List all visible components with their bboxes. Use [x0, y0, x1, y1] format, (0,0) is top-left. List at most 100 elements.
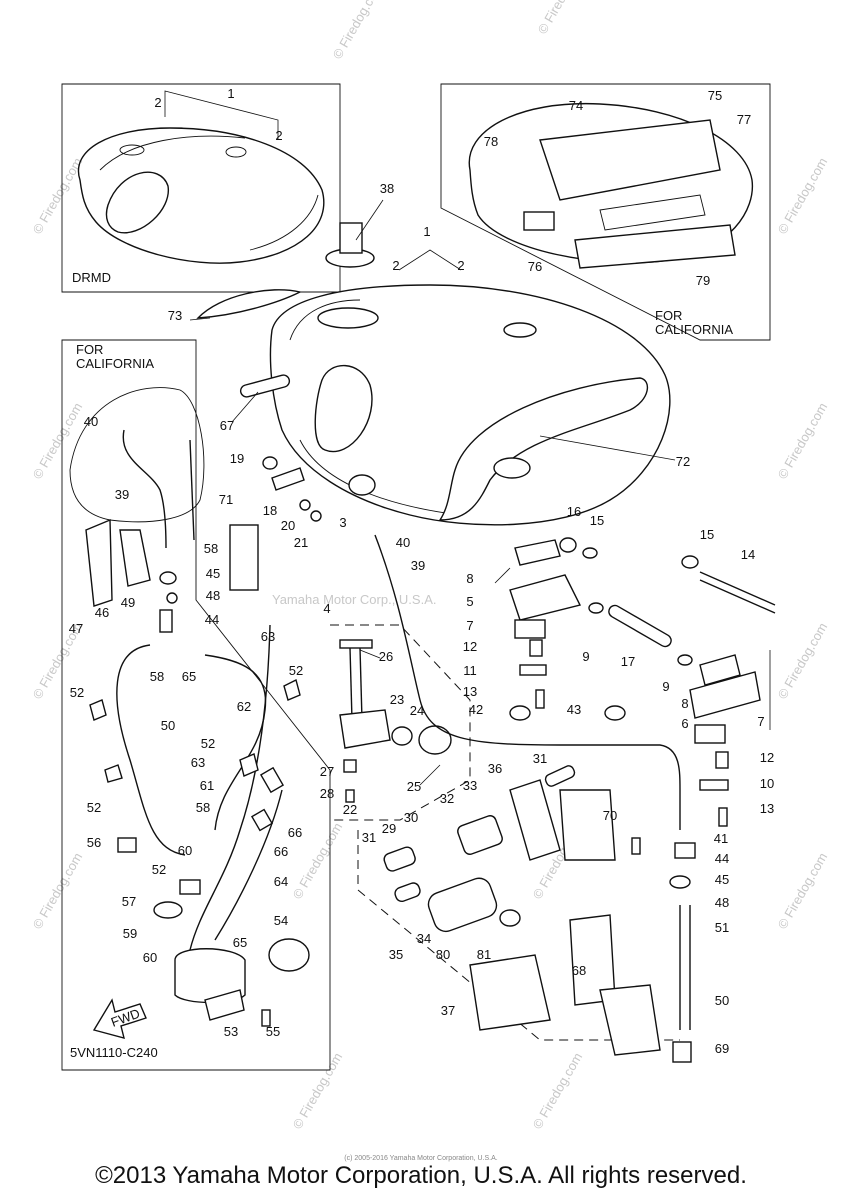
- tie-band: [189, 439, 195, 541]
- part-callout-48: 48: [206, 588, 220, 603]
- pump-bracket: [559, 789, 616, 861]
- pump-cover: [469, 954, 551, 1031]
- part-callout-71: 71: [219, 492, 233, 507]
- part-callout-15: 15: [700, 527, 714, 542]
- center-watermark: Yamaha Motor Corp., U.S.A.: [272, 592, 437, 607]
- part-callout-46: 46: [95, 605, 109, 620]
- joint: [159, 609, 173, 633]
- part-callout-44: 44: [205, 612, 219, 627]
- nut: [310, 510, 322, 522]
- leader-line: [164, 90, 279, 140]
- part-callout-13: 13: [463, 684, 477, 699]
- fuel-gauge: [314, 364, 373, 453]
- part-callout-69: 69: [715, 1041, 729, 1056]
- grommet: [262, 456, 278, 470]
- bolt: [718, 807, 728, 827]
- damper: [514, 619, 546, 639]
- clamp: [89, 699, 107, 721]
- part-callout-24: 24: [410, 703, 424, 718]
- damper: [699, 654, 741, 686]
- drmd-label: DRMD: [72, 270, 111, 285]
- watermark: © Firedog.com: [30, 850, 86, 932]
- part-callout-22: 22: [343, 802, 357, 817]
- part-callout-78: 78: [484, 134, 498, 149]
- part-callout-58: 58: [150, 669, 164, 684]
- collar: [529, 639, 543, 657]
- fuel-pump: [427, 877, 498, 933]
- part-callout-12: 12: [760, 750, 774, 765]
- part-callout-35: 35: [389, 947, 403, 962]
- leader-line: [355, 199, 384, 241]
- watermark: © Firedog.com: [535, 0, 591, 37]
- through-bolt: [699, 571, 776, 606]
- fuel-tank-california: [468, 102, 754, 264]
- bolt: [343, 759, 357, 773]
- part-callout-26: 26: [379, 649, 393, 664]
- bracket-plate: [85, 518, 113, 607]
- hose: [214, 789, 283, 941]
- part-callout-50: 50: [715, 993, 729, 1008]
- fuel-hose: [374, 534, 681, 830]
- part-callout-11: 11: [463, 663, 477, 678]
- drmd-box-frame: [61, 83, 341, 293]
- leader-line: [494, 567, 511, 584]
- watermark: © Firedog.com: [530, 1050, 586, 1132]
- hose: [544, 765, 576, 787]
- watermark: © Firedog.com: [30, 400, 86, 482]
- part-callout-4: 4: [323, 601, 330, 616]
- o-ring: [391, 726, 413, 746]
- cap-opening: [119, 144, 145, 156]
- part-callout-73: 73: [168, 308, 182, 323]
- part-callout-31: 31: [533, 751, 547, 766]
- washer: [582, 547, 598, 559]
- part-callout-68: 68: [572, 963, 586, 978]
- fuel-cock: [339, 709, 391, 749]
- part-callout-52: 52: [289, 663, 303, 678]
- part-callout-52: 52: [152, 862, 166, 877]
- leader-line: [359, 649, 381, 659]
- footnote: (c) 2005-2016 Yamaha Motor Corporation, …: [344, 1155, 498, 1162]
- watermark: © Firedog.com: [775, 400, 831, 482]
- lever: [418, 725, 452, 755]
- joint: [250, 808, 274, 832]
- california-left-label-line2: CALIFORNIA: [76, 356, 154, 371]
- part-callout-77: 77: [737, 112, 751, 127]
- fuel-filter: [457, 815, 503, 855]
- part-callout-2: 2: [275, 128, 282, 143]
- part-callout-40: 40: [84, 414, 98, 429]
- california-label-line1: FOR: [655, 308, 682, 323]
- california-left-label-line1: FOR: [76, 342, 103, 357]
- filter-holder: [509, 779, 561, 861]
- canister-cap: [268, 938, 310, 972]
- part-callout-67: 67: [220, 418, 234, 433]
- vent-tube: [523, 211, 555, 231]
- pump-stay: [599, 984, 661, 1056]
- dashed-boundary: [357, 830, 680, 1041]
- part-callout-52: 52: [70, 685, 84, 700]
- fuel-tank-drmd: [77, 127, 325, 264]
- clamp: [239, 753, 259, 777]
- part-callout-54: 54: [274, 913, 288, 928]
- part-callout-33: 33: [463, 778, 477, 793]
- damper: [348, 474, 376, 496]
- part-callout-14: 14: [741, 547, 755, 562]
- part-callout-1: 1: [227, 86, 234, 101]
- clamp: [159, 571, 177, 585]
- watermark: © Firedog.com: [30, 155, 86, 237]
- key-lock: [339, 222, 363, 254]
- clamp: [179, 879, 201, 895]
- fuel-tank: [269, 284, 671, 526]
- fwd-arrow: [92, 998, 147, 1039]
- part-callout-66: 66: [288, 825, 302, 840]
- tank-outline-ghost: [69, 387, 205, 523]
- plate: [519, 664, 547, 676]
- collar: [608, 604, 672, 648]
- part-callout-52: 52: [87, 800, 101, 815]
- nut: [559, 537, 577, 553]
- part-callout-48: 48: [715, 895, 729, 910]
- part-callout-17: 17: [621, 654, 635, 669]
- part-callout-32: 32: [440, 791, 454, 806]
- clip: [509, 705, 531, 721]
- bolt: [261, 1009, 271, 1027]
- part-callout-5: 5: [466, 594, 473, 609]
